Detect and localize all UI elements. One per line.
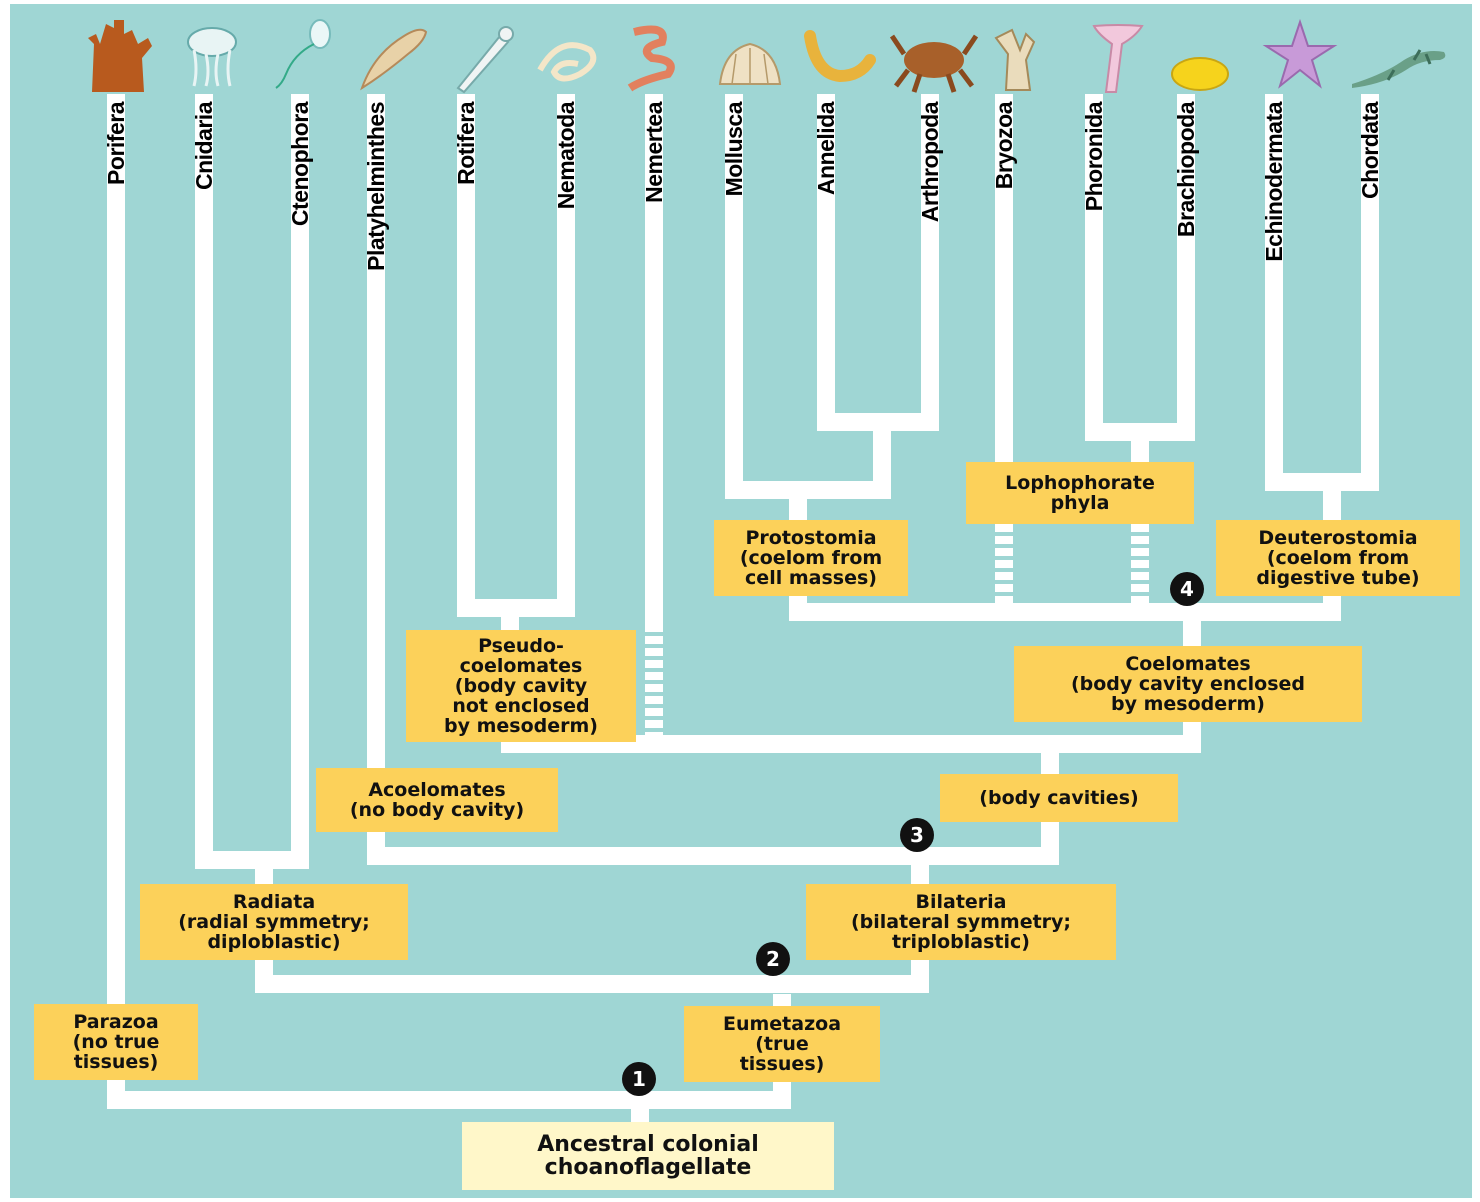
phylum-chordata: Chordata — [1356, 102, 1383, 199]
phylum-echinodermata: Echinodermata — [1260, 102, 1287, 262]
label-lophophorate-phyla: Lophophorate phyla — [966, 462, 1194, 524]
bryozoan-icon — [986, 14, 1066, 94]
branch-deuterostomia — [1265, 94, 1379, 491]
phylum-phoronida: Phoronida — [1080, 102, 1107, 212]
phylum-cnidaria: Cnidaria — [190, 102, 217, 191]
rotifer-icon — [444, 14, 524, 94]
phylogenetic-tree-diagram: Porifera Cnidaria Ctenophora Platyhelmin… — [10, 4, 1472, 1198]
phylum-mollusca: Mollusca — [720, 102, 747, 197]
label-bilateria: Bilateria (bilateral symmetry; triplobla… — [806, 884, 1116, 960]
phylum-arthropoda: Arthropoda — [916, 102, 943, 223]
roundworm-icon — [530, 14, 610, 94]
label-body-cavities: (body cavities) — [940, 774, 1178, 822]
phylum-bryozoa: Bryozoa — [990, 102, 1017, 190]
branch-proto-deutero — [789, 584, 1341, 621]
jellyfish-icon — [172, 14, 252, 94]
sponge-icon — [80, 14, 160, 94]
phylum-porifera: Porifera — [102, 102, 129, 185]
sea-star-icon — [1260, 14, 1340, 94]
branch-pseudocoelomates — [457, 94, 575, 617]
node-2: 2 — [756, 942, 790, 976]
phylum-annelida: Annelida — [812, 102, 839, 196]
flatworm-icon — [354, 14, 434, 94]
ribbon-worm-icon — [618, 14, 698, 94]
label-deuterostomia: Deuterostomia (coelom from digestive tub… — [1216, 520, 1460, 596]
branch-protostomia — [725, 94, 891, 499]
phylum-brachiopoda: Brachiopoda — [1172, 102, 1199, 238]
earthworm-icon — [800, 14, 880, 94]
label-coelomates: Coelomates (body cavity enclosed by meso… — [1014, 646, 1362, 722]
branch-annelida-arthropoda — [817, 94, 939, 431]
node-3: 3 — [900, 818, 934, 852]
phylum-nematoda: Nematoda — [552, 102, 579, 210]
phylum-ctenophora: Ctenophora — [286, 102, 313, 227]
salamander-icon — [1344, 14, 1454, 94]
node-1: 1 — [622, 1062, 656, 1096]
label-parazoa: Parazoa (no true tissues) — [34, 1004, 198, 1080]
label-protostomia: Protostomia (coelom from cell masses) — [714, 520, 908, 596]
node-4: 4 — [1170, 572, 1204, 606]
label-radiata: Radiata (radial symmetry; diploblastic) — [140, 884, 408, 960]
label-pseudocoelomates: Pseudo- coelomates (body cavity not encl… — [406, 630, 636, 742]
clam-icon — [710, 14, 790, 94]
phylum-nemertea: Nemertea — [640, 102, 667, 203]
label-eumetazoa: Eumetazoa (true tissues) — [684, 1006, 880, 1082]
label-acoelomates: Acoelomates (no body cavity) — [316, 768, 558, 832]
brachiopod-icon — [1160, 14, 1240, 94]
crab-icon — [889, 14, 980, 94]
branch-radiata — [195, 94, 309, 869]
phylum-platyhelminthes: Platyhelminthes — [362, 102, 389, 271]
phylum-rotifera: Rotifera — [452, 102, 479, 185]
comb-jelly-icon — [264, 14, 344, 94]
phoronid-icon — [1078, 14, 1158, 94]
label-ancestral-choanoflagellate: Ancestral colonial choanoflagellate — [462, 1122, 834, 1190]
